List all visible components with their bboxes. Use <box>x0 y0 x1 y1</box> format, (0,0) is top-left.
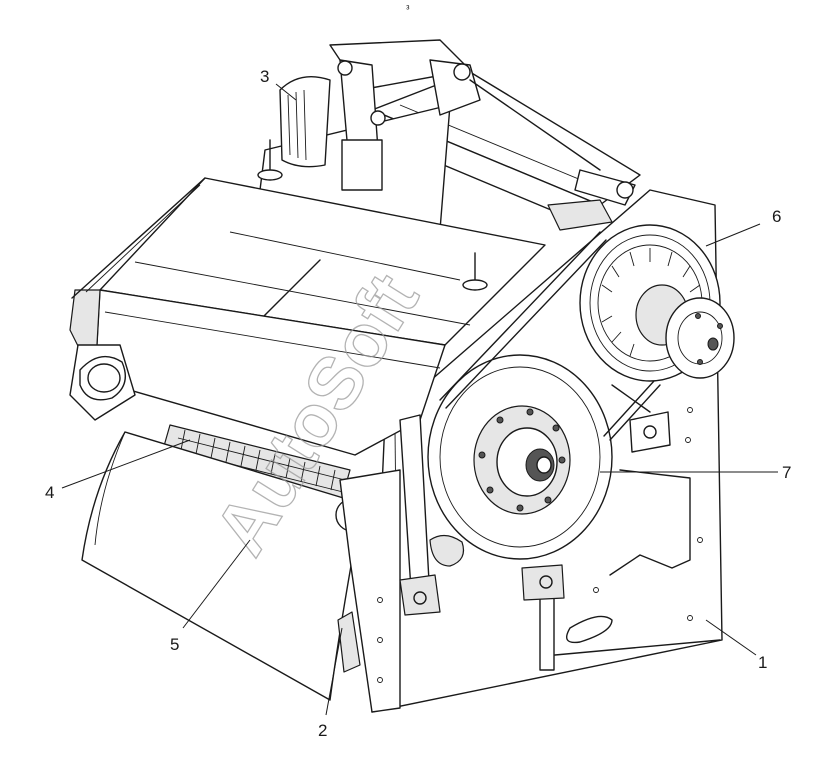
leader-1 <box>705 619 757 656</box>
callout-5: 5 <box>170 635 179 654</box>
callout-1: 1 <box>758 653 767 672</box>
leader-2 <box>325 627 343 716</box>
drive-belt <box>439 231 661 441</box>
callout-3: 3 <box>260 67 269 86</box>
top-linkage <box>279 39 636 231</box>
page-mark: ᵌ <box>406 3 410 15</box>
leader-6 <box>705 223 761 247</box>
upper-pulley <box>579 224 735 382</box>
pulley-hub-bolts <box>478 408 566 512</box>
leader-3 <box>275 83 297 101</box>
callout-2: 2 <box>318 721 327 740</box>
tensioner-arm <box>611 384 671 453</box>
callout-4: 4 <box>45 483 54 502</box>
leader-5 <box>182 539 251 629</box>
callout-labels: 3 6 7 1 4 5 2 <box>45 67 791 740</box>
leader-4 <box>61 439 191 489</box>
callout-6: 6 <box>772 207 781 226</box>
callout-7: 7 <box>782 463 791 482</box>
grille-teeth <box>180 429 336 491</box>
callout-leaders <box>61 83 778 716</box>
lower-pulley <box>427 354 613 560</box>
